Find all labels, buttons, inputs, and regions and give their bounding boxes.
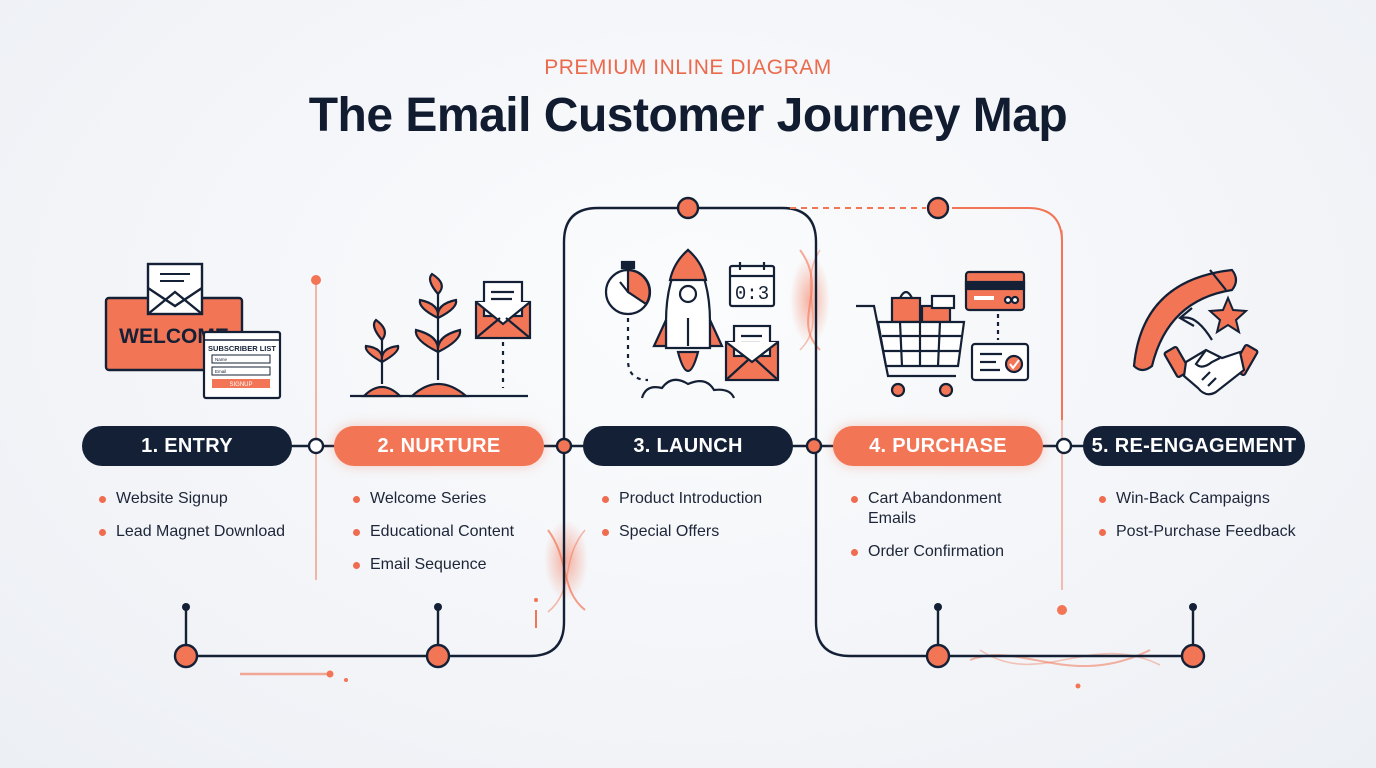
page-title: The Email Customer Journey Map <box>308 89 1068 142</box>
credit-card-icon <box>964 270 1026 340</box>
launch-email-icon <box>724 324 780 382</box>
list-item: Win-Back Campaigns <box>1098 489 1338 509</box>
list-item: Post-Purchase Feedback <box>1098 522 1338 542</box>
journey-connectors-accent <box>790 207 1063 420</box>
order-confirmation-icon <box>970 342 1030 382</box>
email-envelope-icon <box>474 280 532 388</box>
handshake-icon <box>1163 344 1259 396</box>
decorative-glow <box>240 230 1161 689</box>
diagram-kicker: PREMIUM INLINE DIAGRAM <box>544 56 832 79</box>
subscriber-list-form-icon: SUBSCRIBER LIST Name Email SIGNUP <box>202 330 282 400</box>
stage-entry-pill: 1. ENTRY <box>82 426 292 466</box>
rocket-icon <box>640 248 736 399</box>
connector-nodes <box>173 196 1206 669</box>
email-field-label: Email <box>215 369 226 374</box>
list-item: Welcome Series <box>352 489 582 509</box>
list-item: Product Introduction <box>601 489 831 509</box>
list-item: Cart Abandonment Emails <box>850 489 1030 529</box>
calendar-text: 0:3 <box>735 283 769 305</box>
calendar-icon: 0:3 <box>728 262 776 308</box>
signup-button-label: SIGNUP <box>229 382 252 388</box>
return-arrow-icon <box>1178 307 1213 341</box>
reengagement-item-list: Win-Back Campaigns Post-Purchase Feedbac… <box>1098 489 1338 555</box>
stage-reengagement-pill: 5. RE-ENGAGEMENT <box>1083 426 1305 466</box>
boomerang-icon <box>1132 268 1238 372</box>
launch-item-list: Product Introduction Special Offers <box>601 489 831 555</box>
welcome-sign-text: WELCOME <box>119 325 229 348</box>
nurture-item-list: Welcome Series Educational Content Email… <box>352 489 582 588</box>
shopping-cart-icon <box>856 290 966 398</box>
name-field-label: Name <box>215 357 228 362</box>
list-item: Order Confirmation <box>850 542 1030 562</box>
subscriber-list-title: SUBSCRIBER LIST <box>208 344 276 353</box>
stage-launch-pill: 3. LAUNCH <box>583 426 793 466</box>
stage-purchase-pill: 4. PURCHASE <box>833 426 1043 466</box>
stopwatch-icon <box>604 260 652 382</box>
entry-item-list: Website Signup Lead Magnet Download <box>98 489 328 555</box>
list-item: Special Offers <box>601 522 831 542</box>
purchase-item-list: Cart Abandonment Emails Order Confirmati… <box>850 489 1030 575</box>
growing-plants-icon <box>350 272 528 398</box>
list-item: Lead Magnet Download <box>98 522 328 542</box>
star-icon <box>1207 295 1249 335</box>
list-item: Website Signup <box>98 489 328 509</box>
stage-nurture-pill: 2. NURTURE <box>334 426 544 466</box>
list-item: Email Sequence <box>352 555 582 575</box>
list-item: Educational Content <box>352 522 582 542</box>
